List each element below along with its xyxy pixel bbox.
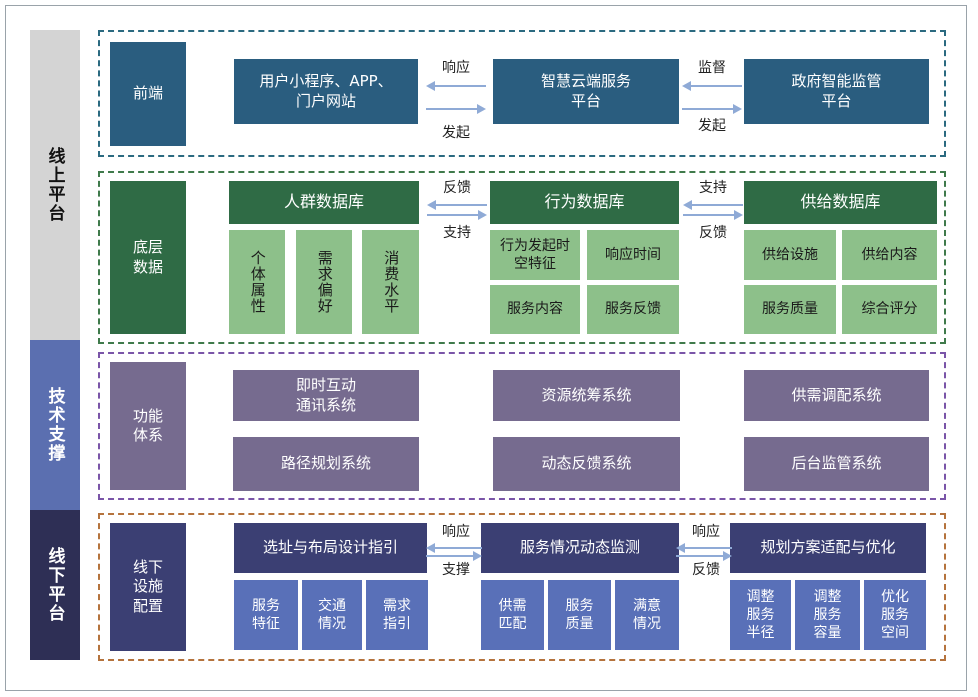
planning-item-1: 调整 服务 半径 [730,580,791,650]
left-arrow-icon [676,541,732,555]
behavior-item-4: 服务反馈 [587,285,679,334]
region-data [98,171,946,344]
system-supply-demand: 供需调配系统 [744,370,929,421]
side-online-label: 线上平台 [44,147,65,223]
site-guide-header: 选址与布局设计指引 [234,523,427,573]
right-arrow-icon [682,102,742,116]
data-arrow-label-tl: 反馈 [443,180,471,196]
right-arrow-icon [676,549,732,563]
planning-item-2: 调整 服务 容量 [795,580,860,650]
left-arrow-icon [426,541,482,555]
monitor-item-3: 满意 情况 [615,580,679,650]
supply-item-2: 供给内容 [842,230,937,280]
offline-arrow-label-tr: 响应 [692,524,720,540]
left-arrow-icon [682,79,742,93]
frontend-arrow-label-br: 发起 [698,118,726,134]
crowd-db-header: 人群数据库 [229,181,419,224]
behavior-item-3: 服务内容 [490,285,580,334]
data-label: 底层 数据 [110,181,186,334]
supply-item-3: 服务质量 [744,285,836,334]
offline-arrow-label-br: 反馈 [692,562,720,578]
frontend-arrow-label-tl: 响应 [442,60,470,76]
site-item-2: 交通 情况 [302,580,362,650]
system-backend-supervision: 后台监管系统 [744,437,929,491]
right-arrow-icon [426,102,486,116]
data-arrow-label-tr: 支持 [699,180,727,196]
left-arrow-icon [683,198,743,212]
side-offline: 线下平台 [30,510,80,660]
side-online: 线上平台 [30,30,80,340]
system-dynamic-feedback: 动态反馈系统 [493,437,680,491]
site-item-1: 服务 特征 [234,580,298,650]
supply-db-header: 供给数据库 [744,181,937,224]
supply-item-1: 供给设施 [744,230,836,280]
behavior-item-2: 响应时间 [587,230,679,280]
region-frontend [98,30,946,157]
system-route-planning: 路径规划系统 [233,437,419,491]
left-arrow-icon [427,198,487,212]
side-tech-label: 技术支撑 [44,387,65,463]
site-item-3: 需求 指引 [366,580,428,650]
monitor-header: 服务情况动态监测 [481,523,679,573]
system-instant-comm: 即时互动 通讯系统 [233,370,419,421]
cloud-platform-box: 智慧云端服务 平台 [493,59,679,124]
diagram-frame [5,5,967,691]
offline-label: 线下 设施 配置 [110,523,186,651]
frontend-label: 前端 [110,42,186,146]
data-arrow-label-br: 反馈 [699,225,727,241]
left-arrow-icon [426,79,486,93]
data-arrow-label-bl: 支持 [443,225,471,241]
behavior-db-header: 行为数据库 [490,181,679,224]
crowd-item-2: 需求偏好 [296,230,352,334]
region-offline [98,513,946,661]
right-arrow-icon [426,549,482,563]
offline-arrow-label-tl: 响应 [442,524,470,540]
frontend-arrow-label-tr: 监督 [698,60,726,76]
frontend-arrow-label-bl: 发起 [442,125,470,141]
right-arrow-icon [427,208,487,222]
region-function [98,352,946,500]
user-app-box: 用户小程序、APP、 门户网站 [234,59,418,124]
side-tech: 技术支撑 [30,340,80,510]
crowd-item-3: 消费水平 [362,230,419,334]
monitor-item-1: 供需 匹配 [481,580,544,650]
side-offline-label: 线下平台 [44,547,65,623]
planning-header: 规划方案适配与优化 [730,523,926,573]
crowd-item-1: 个体属性 [229,230,285,334]
right-arrow-icon [683,208,743,222]
monitor-item-2: 服务 质量 [548,580,611,650]
supply-item-4: 综合评分 [842,285,937,334]
behavior-item-1: 行为发起时 空特征 [490,230,580,280]
offline-arrow-label-bl: 支撑 [442,562,470,578]
planning-item-3: 优化 服务 空间 [864,580,926,650]
gov-platform-box: 政府智能监管 平台 [744,59,929,124]
function-label: 功能 体系 [110,362,186,490]
system-resource: 资源统筹系统 [493,370,680,421]
